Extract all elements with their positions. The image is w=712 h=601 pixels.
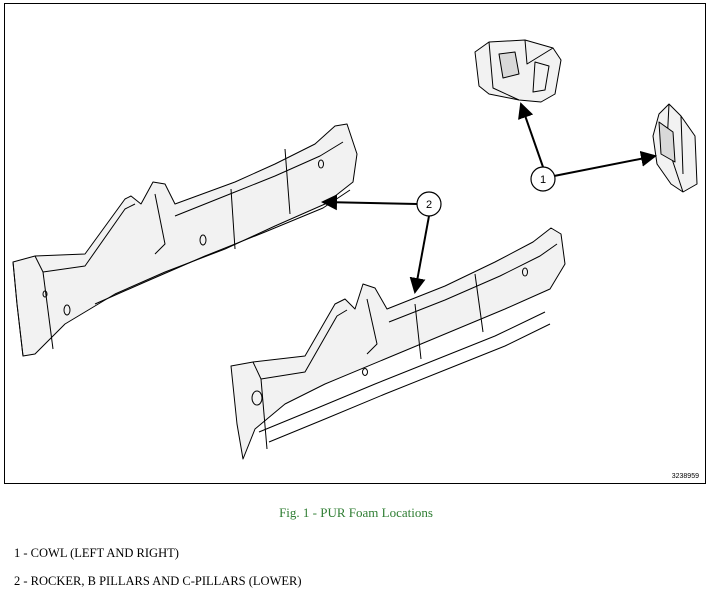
- cowl-upper: [474, 39, 562, 103]
- leader-line-2a: [321, 194, 418, 211]
- callout-2: 2: [321, 191, 442, 294]
- legend-item-rocker: 2 - ROCKER, B PILLARS AND C-PILLARS (LOW…: [14, 574, 302, 588]
- callout-1: 1: [518, 102, 657, 192]
- rocker-panel-right: [230, 227, 566, 460]
- leader-line-1b: [553, 150, 657, 177]
- rocker-panel-left: [12, 123, 358, 357]
- leader-line-2b: [409, 215, 430, 294]
- callout-2-circle: [416, 191, 442, 217]
- callout-2-label: 2: [426, 199, 432, 211]
- figure-id-number: 3238959: [671, 473, 699, 480]
- figure-frame: 1 2 3238959: [4, 3, 706, 484]
- callout-1-label: 1: [540, 174, 546, 186]
- legend-list: 1 - COWL (LEFT AND RIGHT) 2 - ROCKER, B …: [14, 545, 302, 601]
- figure-caption: Fig. 1 - PUR Foam Locations: [279, 505, 433, 520]
- leader-line-1a: [518, 102, 544, 168]
- parts-illustration: 1 2: [12, 39, 698, 460]
- cowl-lower: [652, 103, 698, 193]
- legend-item-cowl: 1 - COWL (LEFT AND RIGHT): [14, 546, 179, 560]
- callout-1-circle: [530, 166, 556, 192]
